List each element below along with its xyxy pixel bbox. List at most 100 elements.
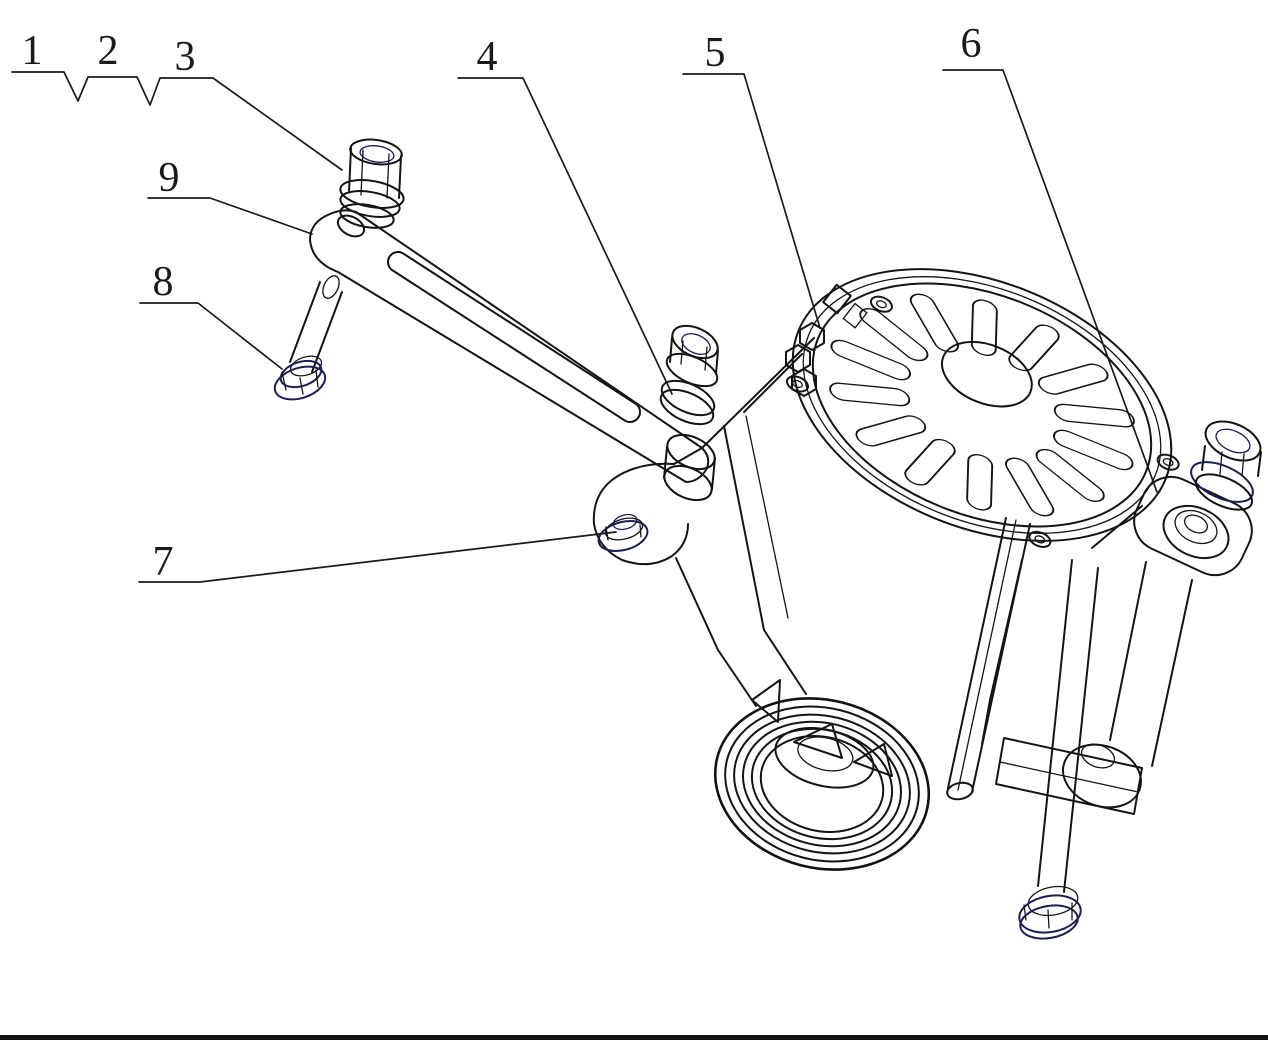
bolt3-flange: [339, 179, 405, 209]
terminal-studs: [785, 283, 868, 397]
front-through-stud: [946, 517, 1031, 801]
bolt7-head: [612, 513, 638, 531]
callout-9: 9: [147, 155, 313, 235]
guard-screw-head: [792, 379, 804, 388]
callout-4-label: 4: [477, 34, 498, 80]
bolt3-head-facets: [360, 149, 390, 199]
rear-support-edge: [1151, 579, 1193, 767]
callout-8-leader: [139, 302, 283, 370]
nut-facets: [1219, 451, 1245, 477]
pulley-groove: [733, 713, 911, 855]
callout-8: 8: [139, 259, 283, 370]
rear-lug: [1062, 743, 1142, 809]
fan-slot: [900, 435, 960, 490]
bolt4-facets: [680, 340, 708, 371]
bolt-head-base: [1019, 904, 1079, 940]
washer4-top: [660, 379, 716, 417]
bolt-shaft: [1037, 559, 1099, 893]
callout-6: 6: [942, 21, 1158, 493]
callouts: 1 2 3 9 8 4 5 6 7: [11, 21, 1158, 585]
callout-5-leader: [682, 73, 821, 329]
rear-ear: [1133, 475, 1253, 577]
drawing-frame-line: [0, 1035, 1268, 1040]
nut-top-face: [1204, 420, 1262, 462]
callout-4-leader: [457, 77, 673, 395]
callout-7-leader: [138, 531, 617, 583]
callout-1-2-3-leader: [11, 71, 343, 171]
fan-slot: [1051, 402, 1138, 429]
spacer-base: [663, 464, 713, 502]
guard-screw: [869, 294, 895, 315]
rear-ear-bore: [1183, 514, 1209, 534]
arm-slot: [387, 251, 641, 423]
bracket-front-edge: [723, 425, 807, 695]
adjust-bolt: [659, 324, 719, 426]
guard-screw-head: [1034, 535, 1046, 544]
terminal-nut: [785, 344, 811, 373]
callout-7-label: 7: [153, 539, 174, 585]
bolt4-head-recess: [681, 333, 711, 355]
pulley-groove: [759, 734, 885, 834]
nut-bore: [1215, 428, 1251, 454]
stud-tip: [946, 781, 974, 801]
fan-slot: [826, 381, 913, 408]
callout-5: 5: [682, 30, 821, 329]
pulley-groove: [724, 705, 920, 863]
terminal-stud: [842, 302, 868, 329]
rear-through-bolt: [1018, 559, 1099, 940]
belt-pulley: [713, 697, 931, 871]
nut-side: [1201, 445, 1262, 477]
fan-slot: [1030, 445, 1110, 506]
fan-guard-center-hole: [932, 330, 1041, 419]
callout-5-label: 5: [705, 30, 726, 76]
terminal-nut: [799, 322, 825, 351]
fan-guard-outer-rim: [752, 217, 1211, 593]
callout-cluster-1-2-3: 1 2 3: [11, 28, 343, 171]
washer2-top: [339, 190, 401, 218]
bolt8-facets: [281, 369, 319, 395]
callout-3-label: 3: [175, 34, 196, 80]
bolt8-flange: [273, 365, 327, 401]
callout-2-label: 2: [98, 28, 119, 74]
arm-spacer-boss: [663, 433, 716, 502]
rear-ear-boss: [1162, 504, 1230, 560]
adjusting-arm: [309, 209, 710, 483]
fan-slot: [854, 304, 934, 365]
fan-guard: [752, 217, 1218, 596]
rear-cross-bar-line: [999, 761, 1139, 793]
bolt-washer-stack: [339, 138, 405, 229]
guard-screw: [1027, 529, 1053, 550]
fan-slot: [1004, 320, 1064, 375]
terminal-stud: [822, 283, 852, 315]
bolt8-head: [279, 359, 323, 389]
front-bracket: [592, 283, 1023, 777]
rear-bracket: [946, 420, 1262, 940]
flange-nut: [1190, 420, 1262, 511]
stud-shaft: [947, 517, 1031, 793]
callout-8-label: 8: [153, 259, 174, 305]
bolt8-tip: [322, 275, 340, 299]
terminal-nut: [791, 368, 817, 397]
callout-1-label: 1: [22, 28, 43, 74]
pulley-hub: [774, 727, 875, 789]
bracket-bottom-edge: [675, 557, 757, 707]
front-mounting-ear: [592, 462, 689, 566]
washer4-base: [659, 388, 715, 426]
pulley-groove: [741, 720, 903, 848]
washer1: [339, 203, 395, 229]
bolt-head-flange: [1018, 894, 1082, 934]
callout-6-label: 6: [961, 21, 982, 67]
alternator-assembly: [273, 138, 1262, 940]
fan-slot: [850, 412, 931, 450]
nut-flange: [1190, 461, 1254, 503]
fan-slot: [1001, 456, 1059, 518]
bracket-rib: [745, 415, 789, 619]
bracket-top-edge: [743, 353, 803, 413]
bolt-head-facets: [1023, 902, 1073, 929]
rear-cross-bar: [995, 737, 1143, 815]
guard-screw: [1155, 452, 1181, 473]
callout-9-leader: [147, 197, 313, 235]
callout-4: 4: [457, 34, 673, 395]
